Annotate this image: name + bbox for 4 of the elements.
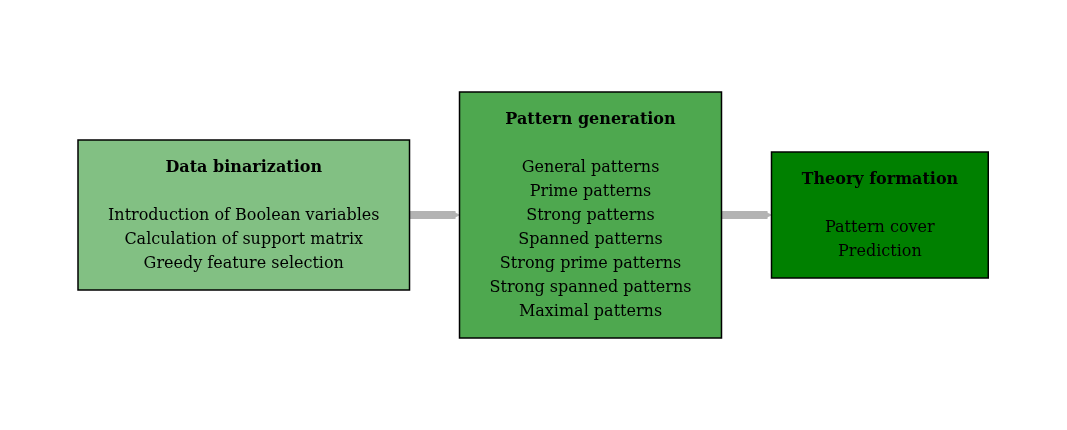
- node-box: Theory formation Pattern cover Prediction: [771, 151, 990, 279]
- node-box: Pattern generation General patterns Prime patterns Strong patterns Spanned patterns Strong prime patterns Strong spanned patterns Maximal patterns: [459, 91, 723, 339]
- arrow: [409, 210, 461, 220]
- node-box: Data binarization Introduction of Boolean variables Calculation of support matrix Greedy feature selection: [77, 139, 411, 291]
